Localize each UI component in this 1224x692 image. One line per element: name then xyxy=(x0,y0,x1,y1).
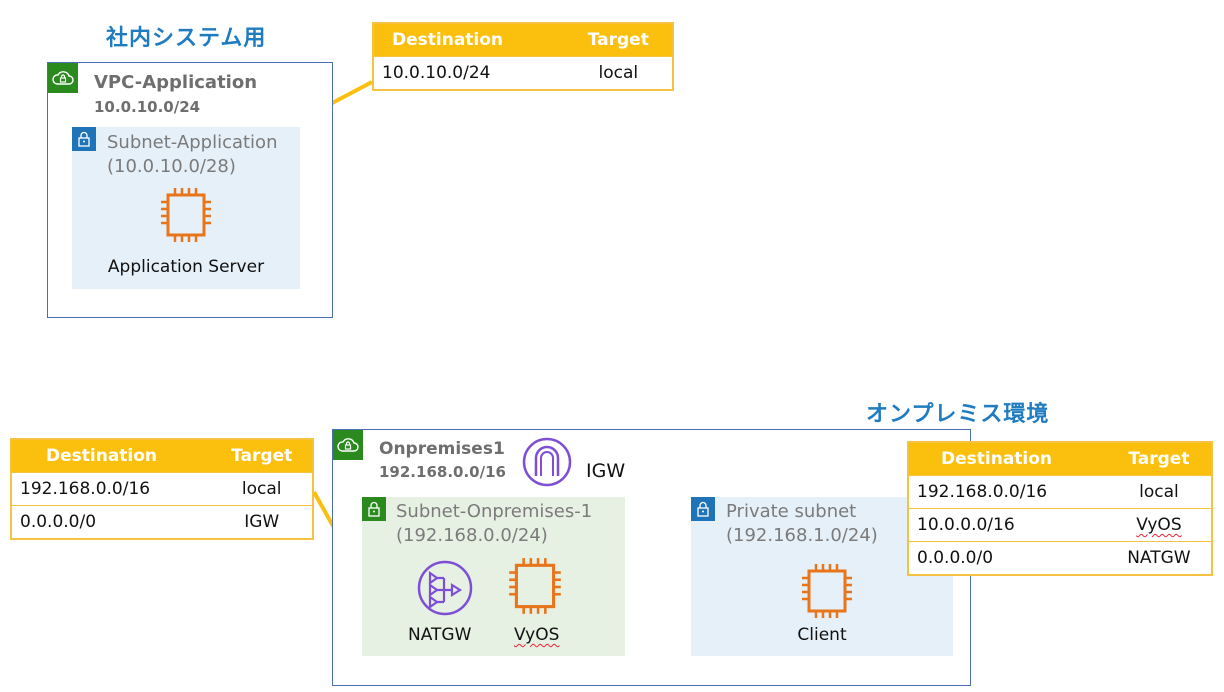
table-row: 10.0.0.0/16 VyOS xyxy=(908,508,1212,542)
section-title-onprem: オンプレミス環境 xyxy=(866,402,1050,427)
rt-destination: 10.0.0.0/16 xyxy=(908,508,1107,542)
natgw-label: NATGW xyxy=(408,625,472,645)
vpc-cloud-icon xyxy=(48,63,78,93)
rt-target: IGW xyxy=(211,505,313,539)
ec2-instance-icon[interactable] xyxy=(799,561,855,627)
rt-destination: 192.168.0.0/16 xyxy=(11,472,212,506)
vpc-name: VPC-Application xyxy=(94,72,258,93)
subnet-cidr: (192.168.0.0/24) xyxy=(396,525,548,546)
rt-destination: 10.0.10.0/24 xyxy=(373,56,565,90)
rt-target: local xyxy=(1106,475,1212,509)
rt-header-destination: Destination xyxy=(373,23,565,57)
subnet-name: Subnet-Onpremises-1 xyxy=(396,501,593,522)
subnet-name: Subnet-Application xyxy=(107,132,278,153)
rt-header-destination: Destination xyxy=(11,439,212,473)
ec2-instance-icon[interactable] xyxy=(158,185,214,251)
vpc-name: Onpremises1 xyxy=(379,439,505,459)
route-table-application: Destination Target 10.0.10.0/24 local xyxy=(372,22,674,91)
rt-destination: 0.0.0.0/0 xyxy=(908,541,1107,575)
table-row: 10.0.10.0/24 local xyxy=(373,56,673,90)
table-row: 0.0.0.0/0 IGW xyxy=(11,505,313,539)
table-row: 192.168.0.0/16 local xyxy=(908,475,1212,509)
igw-label: IGW xyxy=(586,460,626,482)
vyos-label: VyOS xyxy=(514,625,560,645)
subnet-name: Private subnet xyxy=(726,501,857,522)
rt-header-target: Target xyxy=(1106,442,1212,476)
internet-gateway-icon[interactable] xyxy=(521,436,573,492)
rt-destination: 0.0.0.0/0 xyxy=(11,505,212,539)
vpc-cidr: 10.0.10.0/24 xyxy=(94,98,201,116)
nat-gateway-icon[interactable] xyxy=(416,559,474,621)
application-server-label: Application Server xyxy=(107,257,265,277)
subnet-private[interactable]: Private subnet (192.168.1.0/24) Client xyxy=(691,497,953,656)
rt-destination: 192.168.0.0/16 xyxy=(908,475,1107,509)
rt-target: NATGW xyxy=(1106,541,1212,575)
subnet-application[interactable]: Subnet-Application (10.0.10.0/28) Applic… xyxy=(72,127,300,289)
ec2-instance-icon[interactable] xyxy=(504,555,566,623)
table-row: 0.0.0.0/0 NATGW xyxy=(908,541,1212,575)
client-label: Client xyxy=(797,625,847,645)
vpc-cloud-icon xyxy=(333,430,363,460)
lock-icon xyxy=(362,497,386,521)
subnet-cidr: (10.0.10.0/28) xyxy=(107,156,236,177)
rt-target: VyOS xyxy=(1106,508,1212,542)
lock-icon xyxy=(691,497,715,521)
vpc-cidr: 192.168.0.0/16 xyxy=(379,463,506,481)
rt-header-target: Target xyxy=(211,439,313,473)
table-row: 192.168.0.0/16 local xyxy=(11,472,313,506)
rt-header-destination: Destination xyxy=(908,442,1107,476)
rt-target: local xyxy=(564,56,673,90)
route-table-public: Destination Target 192.168.0.0/16 local … xyxy=(10,438,314,540)
vpc-application[interactable]: VPC-Application 10.0.10.0/24 Subnet-Appl… xyxy=(47,62,333,318)
rt-header-target: Target xyxy=(564,23,673,57)
lock-icon xyxy=(72,127,96,151)
vpc-onpremises[interactable]: Onpremises1 192.168.0.0/16 IGW Subnet-On… xyxy=(332,429,971,686)
section-title-internal: 社内システム用 xyxy=(106,26,267,51)
subnet-cidr: (192.168.1.0/24) xyxy=(726,525,878,546)
route-table-private: Destination Target 192.168.0.0/16 local … xyxy=(907,441,1213,576)
subnet-onpremises-1[interactable]: Subnet-Onpremises-1 (192.168.0.0/24) xyxy=(362,497,625,656)
rt-target: local xyxy=(211,472,313,506)
